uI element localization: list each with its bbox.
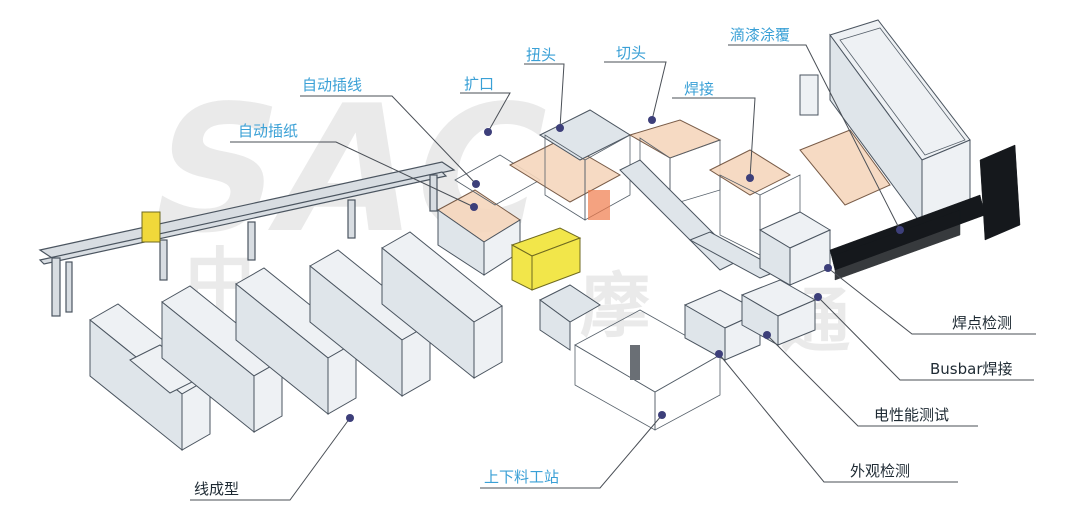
station-labels: 自动插线 自动插纸 扩口 扭头 切头 焊接 滴漆涂覆 焊点检测 Busbar焊接… bbox=[194, 26, 1013, 498]
label-twist-head: 扭头 bbox=[526, 46, 556, 64]
label-cut-head: 切头 bbox=[616, 44, 646, 62]
marker-drip-coating bbox=[896, 226, 904, 234]
loading-station bbox=[539, 284, 721, 431]
label-expand-mouth: 扩口 bbox=[464, 75, 494, 93]
label-weld-point-inspection: 焊点检测 bbox=[952, 314, 1012, 332]
label-drip-coating: 滴漆涂覆 bbox=[730, 26, 790, 44]
leader-lines bbox=[190, 44, 1036, 501]
marker-wire-forming bbox=[346, 414, 354, 422]
leader-twist-head bbox=[524, 63, 565, 129]
marker-loading bbox=[658, 411, 666, 419]
marker-busbar bbox=[814, 293, 822, 301]
leader-electrical bbox=[766, 334, 978, 427]
expand-twist-station bbox=[508, 109, 632, 221]
leader-appearance bbox=[718, 353, 958, 483]
leader-cut-head bbox=[604, 61, 667, 121]
label-loading-unloading-station: 上下料工站 bbox=[484, 468, 559, 486]
label-welding: 焊接 bbox=[684, 80, 714, 98]
wire-forming-machines bbox=[89, 231, 503, 452]
marker-expand-mouth bbox=[484, 128, 492, 136]
label-auto-insert-wire: 自动插线 bbox=[302, 76, 362, 94]
label-appearance-inspection: 外观检测 bbox=[850, 462, 910, 480]
auto-insert-station bbox=[437, 154, 541, 276]
marker-cut-head bbox=[648, 116, 656, 124]
leader-loading bbox=[480, 414, 663, 489]
marker-electrical bbox=[763, 331, 771, 339]
marker-auto-insert-wire bbox=[472, 180, 480, 188]
weld-inspection-station bbox=[758, 211, 832, 286]
leader-auto-insert-wire bbox=[300, 95, 477, 185]
marker-weld-point bbox=[824, 264, 832, 272]
label-busbar-welding: Busbar焊接 bbox=[930, 360, 1013, 378]
leader-welding bbox=[672, 97, 756, 179]
leader-weld-point bbox=[827, 267, 1036, 335]
marker-auto-insert-paper bbox=[470, 203, 478, 211]
gantry-crane bbox=[38, 161, 456, 317]
marker-twist-head bbox=[556, 124, 564, 132]
marker-welding bbox=[746, 174, 754, 182]
yellow-cell bbox=[510, 227, 582, 291]
coating-building bbox=[799, 19, 971, 227]
leader-busbar bbox=[817, 296, 1034, 381]
leader-auto-insert-paper bbox=[230, 141, 475, 208]
label-auto-insert-paper: 自动插纸 bbox=[238, 122, 298, 140]
marker-dots bbox=[346, 116, 904, 422]
marker-appearance bbox=[715, 350, 723, 358]
label-wire-forming: 线成型 bbox=[194, 480, 239, 498]
label-electrical-test: 电性能测试 bbox=[874, 406, 949, 424]
leader-wire-forming bbox=[190, 417, 351, 501]
leader-drip-coating bbox=[728, 44, 901, 231]
safety-fence bbox=[829, 144, 1021, 281]
leader-expand-mouth bbox=[460, 92, 511, 133]
